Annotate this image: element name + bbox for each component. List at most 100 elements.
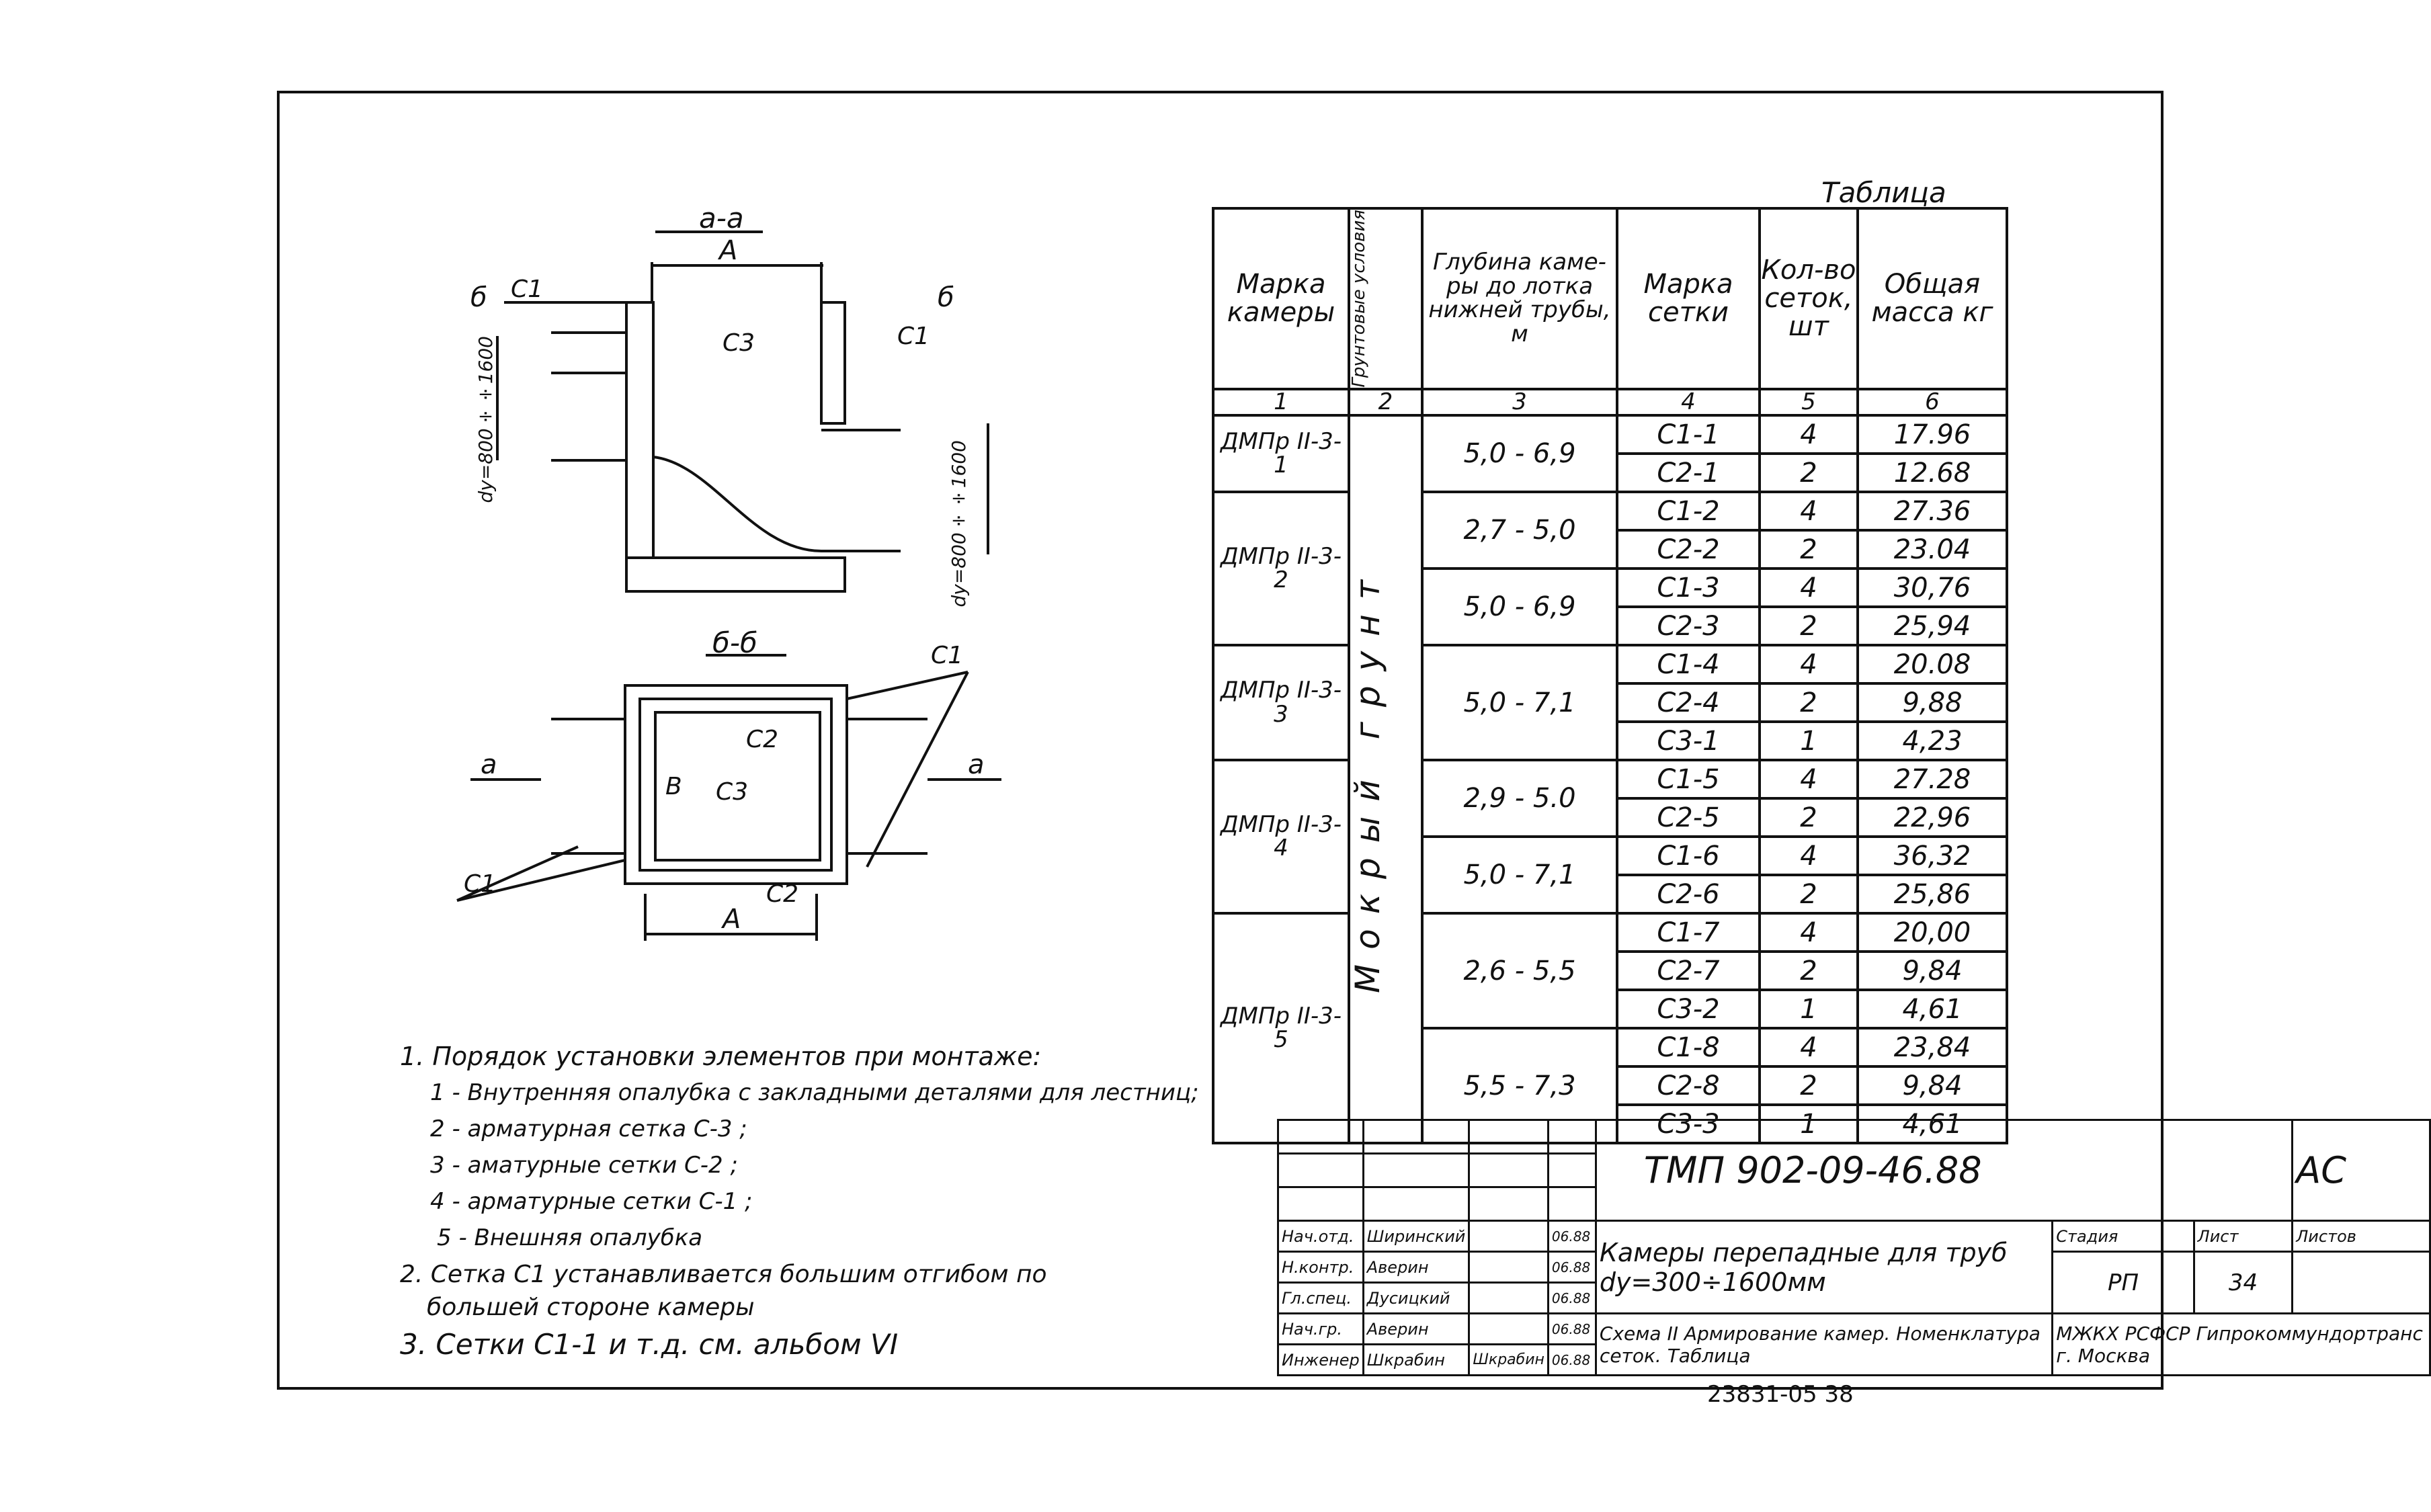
dim-a-plan-label: А — [723, 904, 741, 935]
grid-mass: 4,23 — [1856, 720, 2008, 762]
grid-count: 4 — [1758, 759, 1859, 800]
ground-condition: Мокрый грунт — [1348, 565, 1387, 994]
grid-mark: С3-2 — [1616, 989, 1761, 1030]
grid-mark: С2-5 — [1616, 797, 1761, 839]
grid-mass: 36,32 — [1856, 835, 2008, 877]
grid-count: 4 — [1758, 644, 1859, 685]
grid-mark: С1-7 — [1616, 912, 1761, 954]
colnum: 5 — [1758, 387, 1859, 417]
mark-a-left: а — [481, 749, 497, 780]
person-name: Шкрабин — [1362, 1343, 1471, 1376]
grid-mark: С1-3 — [1616, 567, 1761, 609]
person-name: Аверин — [1362, 1251, 1471, 1284]
grid-mass: 20.08 — [1856, 644, 2008, 685]
grid-mark: С2-3 — [1616, 605, 1761, 647]
grid-count: 1 — [1758, 720, 1859, 762]
sign-date: 06.88 — [1547, 1312, 1597, 1345]
grid-mass: 20,00 — [1856, 912, 2008, 954]
header-depth: Глубина каме-ры до лотка нижней трубы, м — [1421, 207, 1618, 390]
chamber-mark: ДМПр II-3-1 — [1212, 414, 1350, 494]
note-1: 1. Порядок установки элементов при монта… — [400, 1042, 1042, 1071]
depth-range: 5,0 - 7,1 — [1421, 644, 1618, 762]
grid-mass: 27.28 — [1856, 759, 2008, 800]
grid-mass: 9,84 — [1856, 950, 2008, 992]
grid-mark: С2-8 — [1616, 1065, 1761, 1107]
depth-range: 5,0 - 6,9 — [1421, 414, 1618, 494]
note-1d: 4 - арматурные сетки С-1 ; — [430, 1188, 753, 1215]
section-aa-label: а-а — [699, 202, 744, 235]
stage-label: Стадия — [2051, 1220, 2195, 1253]
sheet-value: 34 — [2192, 1251, 2294, 1314]
chamber-bottom — [625, 556, 846, 593]
grid-count: 2 — [1758, 529, 1859, 571]
c3-label-2: С3 — [716, 778, 749, 806]
header-count: Кол-во сеток, шт — [1758, 207, 1859, 390]
depth-range: 5,0 - 6,9 — [1421, 567, 1618, 647]
mark-a-right: а — [968, 749, 985, 780]
section-bb-label: б-б — [712, 626, 757, 659]
grid-table: Марка камеры Грунтовые условия Глубина к… — [1212, 207, 2008, 1145]
plan-outer — [624, 684, 848, 885]
grid-count: 4 — [1758, 912, 1859, 954]
sheet-label: Лист — [2192, 1220, 2294, 1253]
person-name: Аверин — [1362, 1312, 1471, 1345]
person-name: Дусицкий — [1362, 1282, 1471, 1314]
grid-count: 2 — [1758, 452, 1859, 494]
grid-count: 4 — [1758, 567, 1859, 609]
role: Нач.отд. — [1277, 1220, 1364, 1253]
c1-label-4: С1 — [464, 870, 497, 898]
grid-mark: С2-1 — [1616, 452, 1761, 494]
plan-inner — [654, 711, 821, 862]
grid-mass: 25,94 — [1856, 605, 2008, 647]
drawing-section: АС — [2292, 1119, 2431, 1221]
role: Н.контр. — [1277, 1251, 1364, 1284]
depth-range: 2,7 - 5,0 — [1421, 491, 1618, 571]
person-name: Ширинский — [1362, 1220, 1471, 1253]
c3-label-1: С3 — [723, 329, 755, 357]
archive-number: 23831-05 38 — [1707, 1381, 1854, 1408]
c2-label-1: С2 — [746, 726, 779, 753]
depth-range: 2,9 - 5.0 — [1421, 759, 1618, 839]
grid-mass: 22,96 — [1856, 797, 2008, 839]
note-1c: 3 - аматурные сетки С-2 ; — [430, 1152, 738, 1179]
du-label-left: dу=800÷÷1600 — [475, 336, 497, 503]
grid-mark: С2-2 — [1616, 529, 1761, 571]
grid-mark: С1-1 — [1616, 414, 1761, 456]
sign-date: 06.88 — [1547, 1251, 1597, 1284]
grid-mass: 17.96 — [1856, 414, 2008, 456]
header-mark-grid: Марка сетки — [1616, 207, 1761, 390]
grid-count: 1 — [1758, 989, 1859, 1030]
sign-date: 06.88 — [1547, 1343, 1597, 1376]
grid-mass: 23.04 — [1856, 529, 2008, 571]
grid-count: 4 — [1758, 835, 1859, 877]
drawing-subtitle: Схема II Армирование камер. Номенклатура… — [1594, 1312, 2054, 1376]
header-mark-chamber: Марка камеры — [1212, 207, 1350, 390]
grid-mark: С2-6 — [1616, 874, 1761, 915]
c1-label-2: С1 — [897, 323, 930, 350]
colnum: 1 — [1212, 387, 1350, 417]
colnum: 3 — [1421, 387, 1618, 417]
header-ground: Грунтовые условия — [1349, 210, 1369, 388]
grid-count: 2 — [1758, 797, 1859, 839]
depth-range: 2,6 - 5,5 — [1421, 912, 1618, 1030]
drawing-frame — [277, 91, 2164, 1390]
grid-mass: 23,84 — [1856, 1027, 2008, 1068]
note-1b: 2 - арматурная сетка С-3 ; — [430, 1116, 747, 1142]
chamber-mark: ДМПр II-3-5 — [1212, 912, 1350, 1145]
grid-count: 2 — [1758, 874, 1859, 915]
depth-range: 5,0 - 7,1 — [1421, 835, 1618, 915]
header-mass: Общая масса кг — [1856, 207, 2008, 390]
dim-a-label: А — [719, 235, 738, 266]
grid-count: 4 — [1758, 1027, 1859, 1068]
chamber-mark: ДМПр II-3-4 — [1212, 759, 1350, 915]
role: Инженер — [1277, 1343, 1364, 1376]
flow-curve — [653, 456, 822, 552]
chamber-mark: ДМПр II-3-2 — [1212, 491, 1350, 647]
note-2: 2. Сетка С1 устанавливается большим отги… — [400, 1261, 1047, 1288]
grid-mass: 27.36 — [1856, 491, 2008, 532]
grid-count: 2 — [1758, 682, 1859, 724]
table-caption: Таблица — [1821, 176, 1946, 209]
role: Гл.спец. — [1277, 1282, 1364, 1314]
grid-mark: С1-5 — [1616, 759, 1761, 800]
